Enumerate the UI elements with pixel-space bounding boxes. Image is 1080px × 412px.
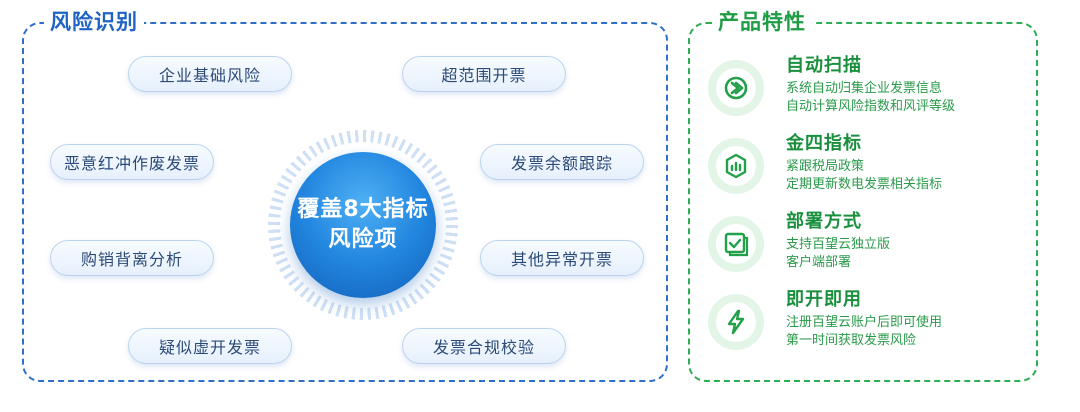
risk-item-out-of-scope: 超范围开票 (402, 56, 566, 92)
feature-panel-title: 产品特性 (712, 9, 812, 35)
feature-desc: 紧跟税局政策 (786, 159, 865, 174)
feature-title: 部署方式 (786, 211, 862, 232)
risk-item-purchase-sales: 购销背离分析 (50, 240, 214, 276)
center-badge-line2: 风险项 (328, 227, 398, 252)
lightning-icon (708, 294, 764, 350)
checkbox-icon (708, 216, 764, 272)
feature-desc: 自动计算风险指数和风评等级 (786, 99, 956, 114)
feature-title: 即开即用 (786, 289, 862, 310)
risk-item-other-abnormal: 其他异常开票 (480, 240, 644, 276)
feature-desc: 客户端部署 (786, 255, 852, 270)
auto-scan-icon (708, 60, 764, 116)
risk-panel-title: 风险识别 (44, 9, 144, 35)
feature-title: 金四指标 (786, 133, 862, 154)
feature-auto-scan: 自动扫描 系统自动归集企业发票信息 自动计算风险指数和风评等级 (708, 54, 1028, 126)
risk-item-basic: 企业基础风险 (128, 56, 292, 92)
chart-icon (708, 138, 764, 194)
feature-panel: 产品特性 自动扫描 系统自动归集企业发票信息 自动计算风险指数和风评等级 (688, 9, 1038, 382)
risk-item-malicious-red: 恶意红冲作废发票 (50, 144, 214, 180)
feature-title: 自动扫描 (786, 55, 862, 76)
feature-desc: 第一时间获取发票风险 (786, 333, 917, 348)
feature-desc: 定期更新数电发票相关指标 (786, 177, 943, 192)
feature-golden-four: 金四指标 紧跟税局政策 定期更新数电发票相关指标 (708, 132, 1028, 204)
risk-item-suspected-false: 疑似虚开发票 (128, 328, 292, 364)
feature-deployment: 部署方式 支持百望云独立版 客户端部署 (708, 210, 1028, 282)
feature-desc: 支持百望云独立版 (786, 237, 891, 252)
risk-panel: 风险识别 企业基础风险 超范围开票 恶意红冲作废发票 发票余额跟踪 购销背离分析… (22, 9, 668, 382)
feature-instant-use: 即开即用 注册百望云账户后即可使用 第一时间获取发票风险 (708, 288, 1028, 360)
center-badge-line1: 覆盖8大指标 (297, 197, 429, 222)
feature-desc: 系统自动归集企业发票信息 (786, 81, 943, 96)
risk-item-compliance-check: 发票合规校验 (402, 328, 566, 364)
center-badge: 覆盖8大指标 风险项 (290, 152, 436, 298)
risk-item-balance-tracking: 发票余额跟踪 (480, 144, 644, 180)
feature-desc: 注册百望云账户后即可使用 (786, 315, 943, 330)
